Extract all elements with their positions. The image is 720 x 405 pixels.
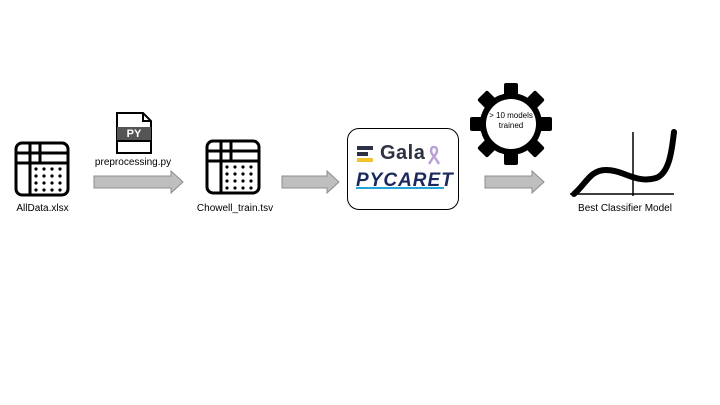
curve-plot-icon (570, 129, 677, 197)
galaxy-ribbon-icon (427, 145, 441, 165)
arrow-right-icon (93, 170, 184, 194)
gear-text: > 10 models trained (471, 111, 551, 131)
gear-icon (470, 83, 552, 165)
platform-box (347, 128, 459, 210)
python-file-icon-text: PY (126, 128, 142, 140)
galaxy-logo (357, 146, 373, 162)
gear-text-line2: trained (498, 121, 524, 130)
spreadsheet-icon (205, 139, 261, 195)
pycaret-logo (356, 187, 444, 189)
pycaret-text: PYCARET (356, 170, 454, 191)
train-file-label: Chowell_train.tsv (196, 203, 274, 214)
arrow-right-icon (484, 170, 545, 194)
script-label: preprocessing.py (94, 157, 172, 168)
input-file-label: AllData.xlsx (16, 203, 69, 214)
output-label: Best Classifier Model (578, 203, 672, 214)
python-file-icon (116, 112, 152, 154)
galaxy-text: Gala (380, 142, 426, 164)
gear-text-line1: > 10 models (489, 111, 533, 120)
spreadsheet-icon (14, 141, 70, 197)
arrow-right-icon (281, 170, 340, 194)
